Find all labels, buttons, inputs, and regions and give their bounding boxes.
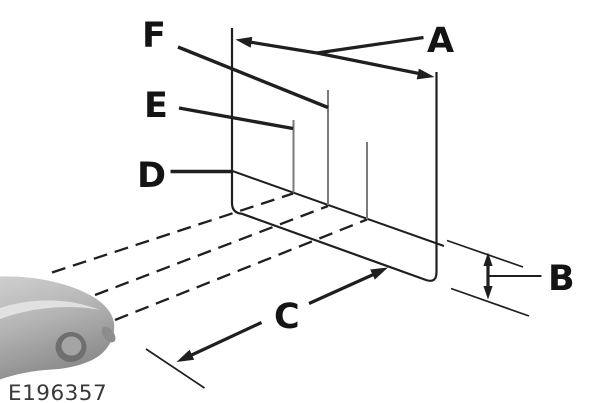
callout-a-arrowhead-left	[235, 36, 253, 48]
c-arrow-right-shaft	[308, 272, 376, 305]
callout-b: B	[446, 239, 575, 317]
c-arrow-left-shaft	[188, 321, 263, 358]
vehicle	[0, 276, 116, 380]
car-body	[0, 276, 115, 380]
callout-label-d: D	[137, 156, 166, 196]
car-hood-highlight	[0, 300, 100, 319]
callout-a-arrow-right-shaft	[316, 51, 422, 76]
aim-reference-line	[230, 169, 445, 247]
callout-a-arrow-left-shaft	[249, 40, 318, 55]
callout-c: C	[145, 267, 388, 389]
callout-f-leader	[177, 45, 329, 110]
c-arrowhead-left	[176, 349, 195, 362]
callout-a-leader	[316, 35, 424, 55]
callout-a-arrowhead-right	[416, 68, 435, 80]
beam-line-1	[51, 192, 294, 274]
c-arrowhead-right	[370, 267, 388, 280]
b-extension-tick-lower	[450, 287, 530, 317]
wheel-hub	[61, 336, 82, 356]
beam-line-3	[114, 218, 368, 322]
callout-e: E	[144, 86, 294, 131]
callout-label-e: E	[144, 86, 168, 126]
callout-label-b: B	[548, 259, 575, 299]
callout-e-leader	[178, 106, 294, 131]
callout-d: D	[137, 156, 233, 196]
beam-line-2	[94, 204, 329, 297]
b-arrowhead-down	[483, 286, 493, 300]
wall-outline	[230, 28, 438, 282]
callout-label-a: A	[427, 21, 454, 61]
callout-label-c: C	[274, 297, 300, 337]
b-extension-tick-upper	[446, 239, 524, 268]
b-arrowhead-up	[483, 252, 493, 266]
callout-f: F	[142, 16, 329, 110]
callout-label-f: F	[142, 16, 166, 56]
beam-lines	[51, 192, 368, 322]
figure-code: E196357	[8, 381, 107, 403]
headlamp-icon	[101, 326, 116, 343]
c-extension-tick	[145, 348, 205, 389]
callout-a: A	[235, 21, 454, 80]
